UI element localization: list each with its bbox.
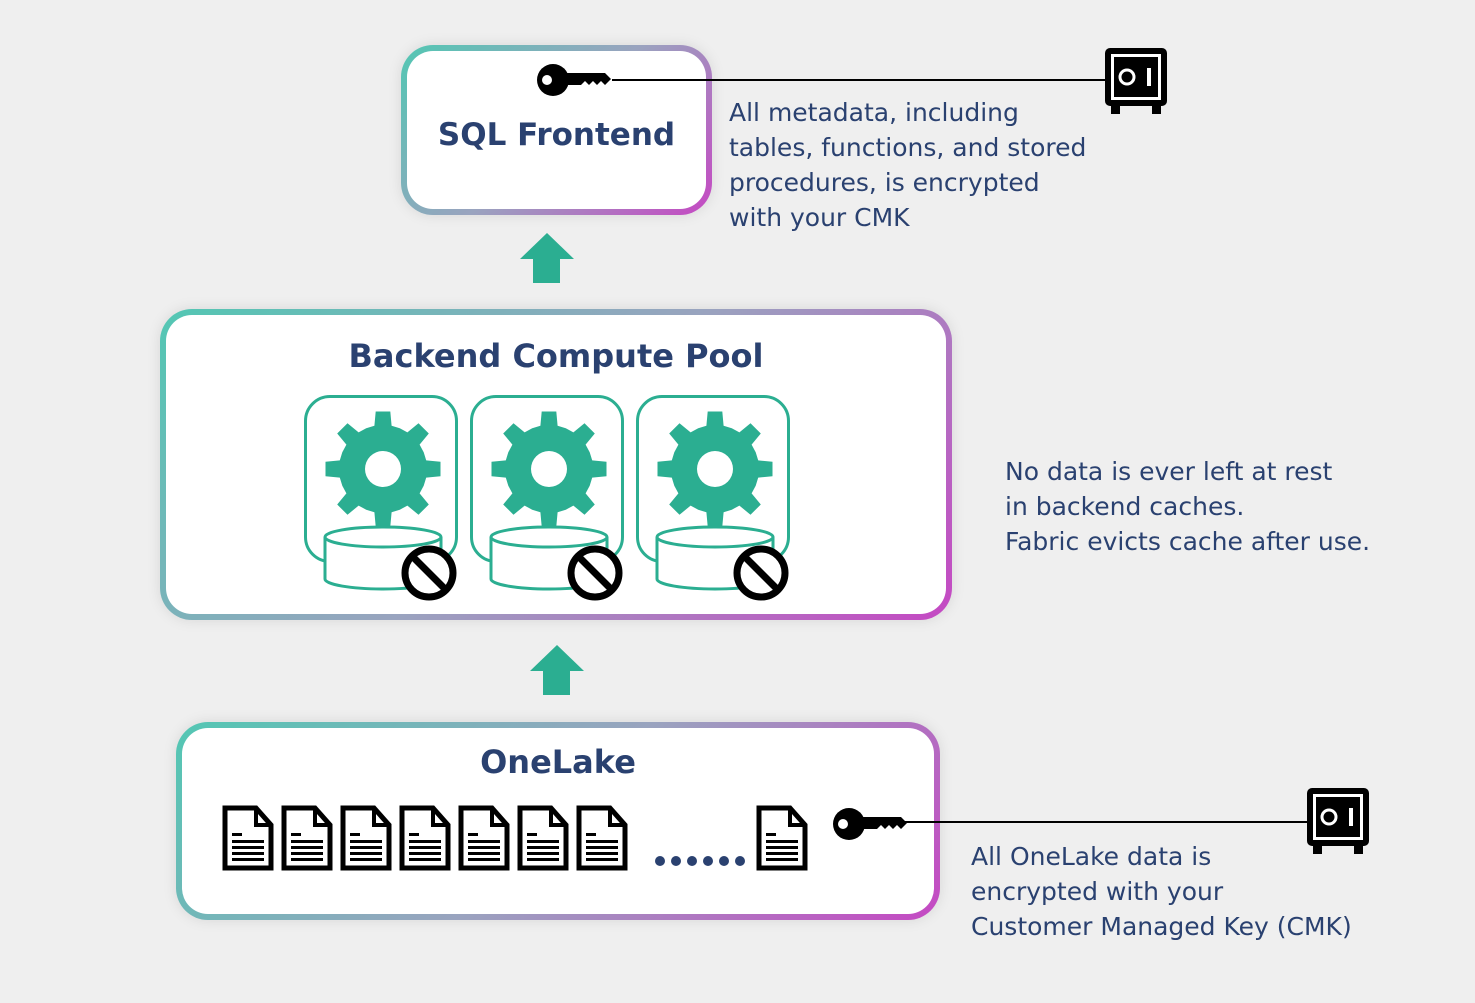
ellipsis-dot [735,856,745,866]
gear-hole [365,451,401,487]
arrow-up-icon [530,645,584,695]
ellipsis-dot [703,856,713,866]
document-icon [458,805,510,871]
disk-icon [655,525,775,591]
ellipsis [654,852,746,871]
prohibited-icon [401,545,457,601]
document-icon [340,805,392,871]
document-icon [222,805,274,871]
sql-frontend-title: SQL Frontend [437,117,676,153]
gear-hole [697,451,733,487]
compute-node-graphics [489,411,623,601]
compute-node-graphics [655,411,789,601]
ellipsis-dot [671,856,681,866]
backend-compute-pool-title: Backend Compute Pool [348,337,764,375]
key-wire-bottom [905,821,1325,823]
ellipsis-dot [655,856,665,866]
document-icon [576,805,628,871]
backend-note: No data is ever left at rest in backend … [1005,457,1371,556]
key-icon [537,64,611,96]
safe-icon [1105,48,1167,114]
compute-node-graphics [323,411,457,601]
document-icon [517,805,569,871]
prohibited-icon [733,545,789,601]
gear-hole [531,451,567,487]
prohibited-icon [567,545,623,601]
safe-icon [1307,788,1369,854]
document-icon [399,805,451,871]
arrow-up-icon [520,233,574,283]
key-wire-top [612,79,1106,81]
ellipsis-dot [719,856,729,866]
document-icon [281,805,333,871]
ellipsis-dot [687,856,697,866]
key-icon [833,808,907,840]
onelake-note: All OneLake data is encrypted with your … [971,842,1352,941]
onelake-title: OneLake [480,743,636,781]
document-icon [756,805,808,871]
sql-frontend-note: All metadata, including tables, function… [729,98,1087,232]
